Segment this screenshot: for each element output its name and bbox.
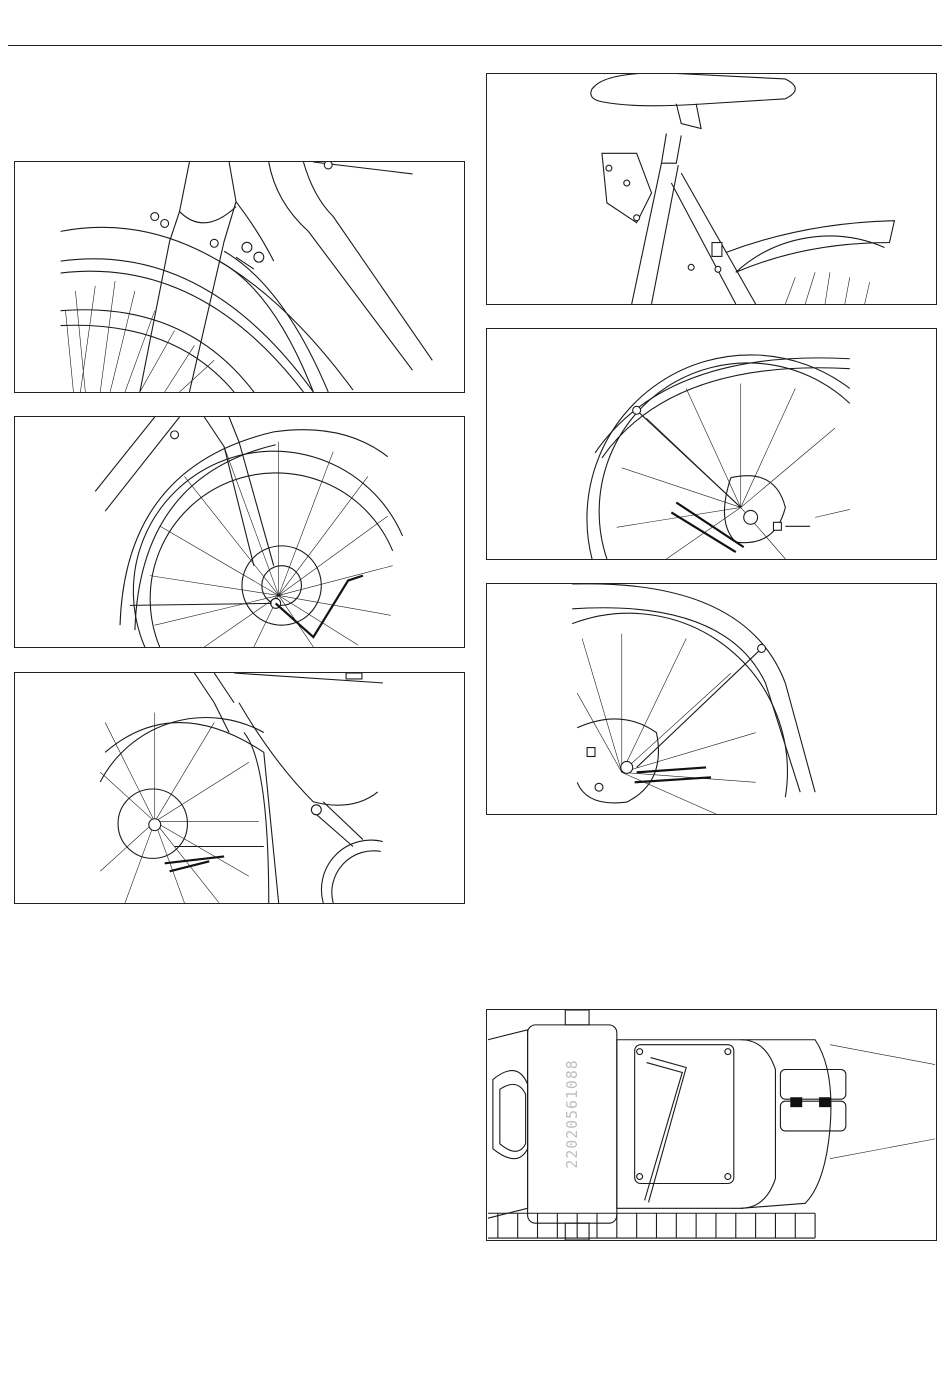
- figure-rear-wheel-stay-right: [486, 328, 937, 560]
- seat-post-illustration: [487, 74, 936, 304]
- figure-front-wheel-crank: [14, 672, 465, 904]
- figure-fork-crown-mount: [14, 161, 465, 393]
- fork-crown-illustration: [15, 162, 464, 392]
- front-wheel-crank-illustration: [15, 673, 464, 903]
- figure-front-wheel-stay: [14, 416, 465, 648]
- figure-rear-wheel-stay-left: [486, 583, 937, 815]
- motor-illustration: 22020561088: [487, 1010, 936, 1240]
- rear-wheel-right-illustration: [487, 329, 936, 559]
- rear-wheel-left-illustration: [487, 584, 936, 814]
- figure-seat-post-fender: [486, 73, 937, 305]
- header-rule: [8, 45, 942, 46]
- serial-number: 22020561088: [563, 1059, 581, 1168]
- front-wheel-illustration: [15, 417, 464, 647]
- figure-motor-serial: 22020561088: [486, 1009, 937, 1241]
